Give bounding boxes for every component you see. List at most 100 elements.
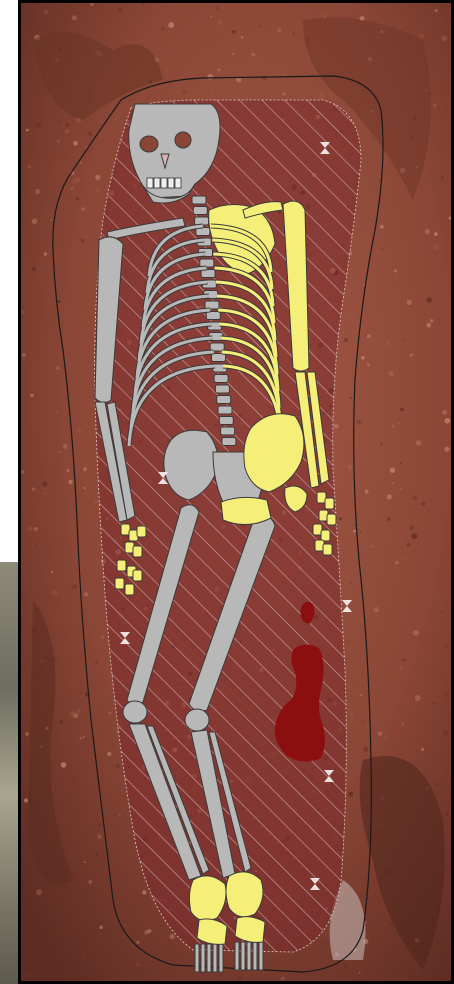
teeth: [147, 178, 181, 188]
soil-speckle: [59, 451, 61, 453]
soil-speckle: [363, 284, 365, 286]
vertebra: [212, 354, 226, 362]
soil-speckle: [21, 742, 27, 748]
toe-right: [235, 942, 239, 970]
soil-speckle: [107, 752, 111, 756]
soil-speckle: [415, 695, 421, 701]
soil-speckle: [434, 232, 438, 236]
soil-speckle: [56, 366, 60, 370]
soil-speckle: [63, 444, 68, 449]
soil-speckle: [441, 36, 447, 42]
soil-speckle: [72, 584, 77, 589]
hand-bone: [327, 514, 336, 525]
soil-speckle: [391, 482, 393, 484]
soil-speckle: [384, 736, 388, 740]
soil-speckle: [443, 261, 444, 262]
soil-speckle: [389, 371, 394, 376]
soil-speckle: [207, 74, 213, 80]
soil-speckle: [27, 526, 32, 531]
soil-speckle: [258, 25, 261, 28]
soil-speckle: [357, 420, 362, 425]
soil-speckle: [86, 738, 88, 740]
soil-speckle: [217, 68, 220, 71]
soil-speckle: [80, 162, 82, 164]
soil-speckle: [405, 558, 407, 560]
soil-speckle: [446, 646, 448, 648]
vertebra: [215, 385, 229, 393]
soil-speckle: [407, 300, 412, 305]
soil-speckle: [361, 356, 365, 360]
soil-speckle: [72, 15, 77, 20]
soil-speckle: [378, 731, 382, 735]
soil-speckle: [98, 823, 101, 826]
soil-speckle: [427, 618, 428, 619]
soil-speckle: [130, 99, 131, 100]
vertebra: [206, 312, 220, 320]
soil-speckle: [97, 835, 102, 840]
soil-speckle: [95, 501, 97, 503]
soil-speckle: [421, 748, 424, 751]
soil-speckle: [350, 582, 352, 584]
soil-speckle: [32, 487, 35, 490]
soil-speckle: [390, 951, 392, 953]
soil-speckle: [59, 720, 63, 724]
soil-speckle: [403, 659, 406, 662]
soil-speckle: [386, 340, 392, 346]
hand-bone: [321, 530, 330, 541]
soil-speckle: [28, 165, 31, 168]
soil-speckle: [373, 607, 379, 613]
soil-speckle: [217, 20, 222, 25]
soil-speckle: [427, 323, 432, 328]
soil-speckle: [417, 509, 418, 510]
soil-speckle: [37, 123, 41, 127]
soil-speckle: [92, 147, 94, 149]
soil-speckle: [425, 229, 430, 234]
soil-speckle: [413, 630, 419, 636]
soil-speckle: [81, 239, 85, 243]
soil-speckle: [402, 722, 405, 725]
soil-speckle: [232, 30, 236, 34]
soil-speckle: [271, 84, 275, 88]
soil-speckle: [433, 701, 436, 704]
soil-speckle: [65, 18, 67, 20]
soil-speckle: [411, 533, 417, 539]
vertebra: [218, 406, 232, 414]
soil-speckle: [142, 890, 146, 894]
soil-speckle: [61, 133, 62, 134]
soil-speckle: [211, 16, 212, 17]
eye-socket-right: [175, 132, 191, 148]
soil-speckle: [390, 468, 395, 473]
soil-speckle: [412, 496, 417, 501]
soil-speckle: [348, 466, 352, 470]
soil-speckle: [65, 129, 70, 134]
soil-speckle: [65, 398, 67, 400]
soil-speckle: [72, 776, 78, 782]
hand-bone: [115, 578, 124, 589]
soil-speckle: [119, 814, 121, 816]
soil-speckle: [57, 140, 60, 143]
soil-speckle: [407, 543, 411, 547]
soil-speckle: [398, 423, 400, 425]
soil-speckle: [450, 16, 451, 17]
soil-speckle: [44, 493, 46, 495]
soil-speckle: [52, 590, 57, 595]
soil-speckle: [302, 10, 303, 11]
soil-speckle: [395, 561, 399, 565]
soil-speckle: [161, 27, 164, 30]
soil-speckle: [24, 798, 28, 802]
soil-speckle: [232, 53, 235, 56]
soil-speckle: [433, 104, 437, 108]
soil-speckle: [433, 244, 439, 250]
soil-speckle: [88, 148, 91, 151]
soil-speckle: [89, 880, 93, 884]
toe-left: [207, 944, 211, 972]
soil-speckle: [35, 189, 40, 194]
soil-speckle: [410, 354, 413, 357]
soil-speckle: [380, 442, 383, 445]
soil-speckle: [32, 267, 35, 270]
hand-bone: [137, 526, 146, 537]
soil-speckle: [84, 893, 86, 895]
soil-speckle: [72, 178, 78, 184]
toe-left: [195, 944, 199, 972]
soil-speckle: [34, 527, 38, 531]
